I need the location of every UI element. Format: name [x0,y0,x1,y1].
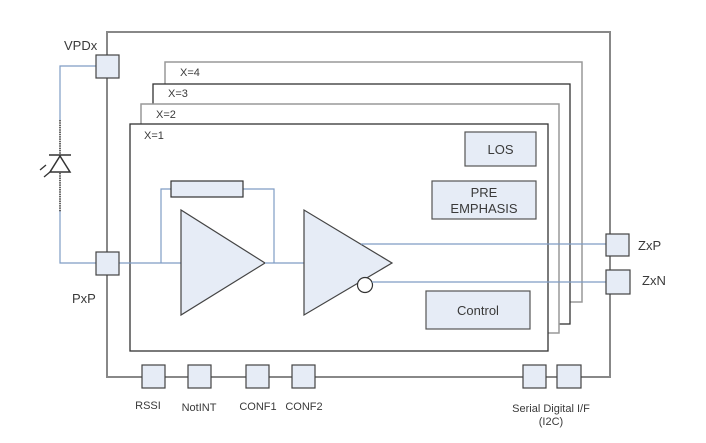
pin-rssi-label: RSSI [135,400,161,412]
channel-label-x1: X=1 [144,130,164,142]
pin-conf1-pad [245,364,270,389]
pin-vpdx-label: VPDx [64,38,98,53]
pin-i2c-scl-pad [556,364,582,389]
pin-pxp-label: PxP [72,291,96,306]
pin-vpdx-pad [95,54,120,79]
channel-label-x4: X=4 [180,67,200,79]
pin-zxn-label: ZxN [642,273,666,288]
pin-pxp-pad [95,251,120,276]
output-amplifier [303,208,394,317]
pin-zxp-pad [605,233,630,257]
package-frame [106,31,611,378]
control-block: Control [425,290,531,330]
channel-label-x2: X=2 [156,109,176,121]
pin-conf2-pad [291,364,316,389]
transimpedance-amplifier [180,208,267,317]
pin-conf2-label: CONF2 [285,401,322,413]
serial-interface-protocol-label: (I2C) [539,416,563,428]
svg-text:LOS: LOS [487,142,513,157]
pin-conf1-label: CONF1 [239,401,276,413]
svg-text:PRE: PRE [471,185,498,200]
pin-rssi-pad [141,364,166,389]
pin-i2c-sda-pad [522,364,547,389]
svg-text:Control: Control [457,303,499,318]
feedback-resistor [170,180,244,198]
pre-emphasis-block: PRE EMPHASIS [431,180,537,220]
pin-zxp-label: ZxP [638,238,661,253]
pin-zxn-pad [605,269,631,295]
inverting-bubble-icon [356,276,374,294]
serial-interface-label: Serial Digital I/F [512,403,590,415]
los-block: LOS [464,131,537,167]
pin-notint-pad [187,364,212,389]
channel-label-x3: X=3 [168,88,188,100]
photodiode-icon [39,120,72,212]
pin-notint-label: NotINT [182,402,217,414]
svg-text:EMPHASIS: EMPHASIS [450,201,518,216]
feedback-wire-right [243,188,275,263]
feedback-wire-left [160,188,171,263]
